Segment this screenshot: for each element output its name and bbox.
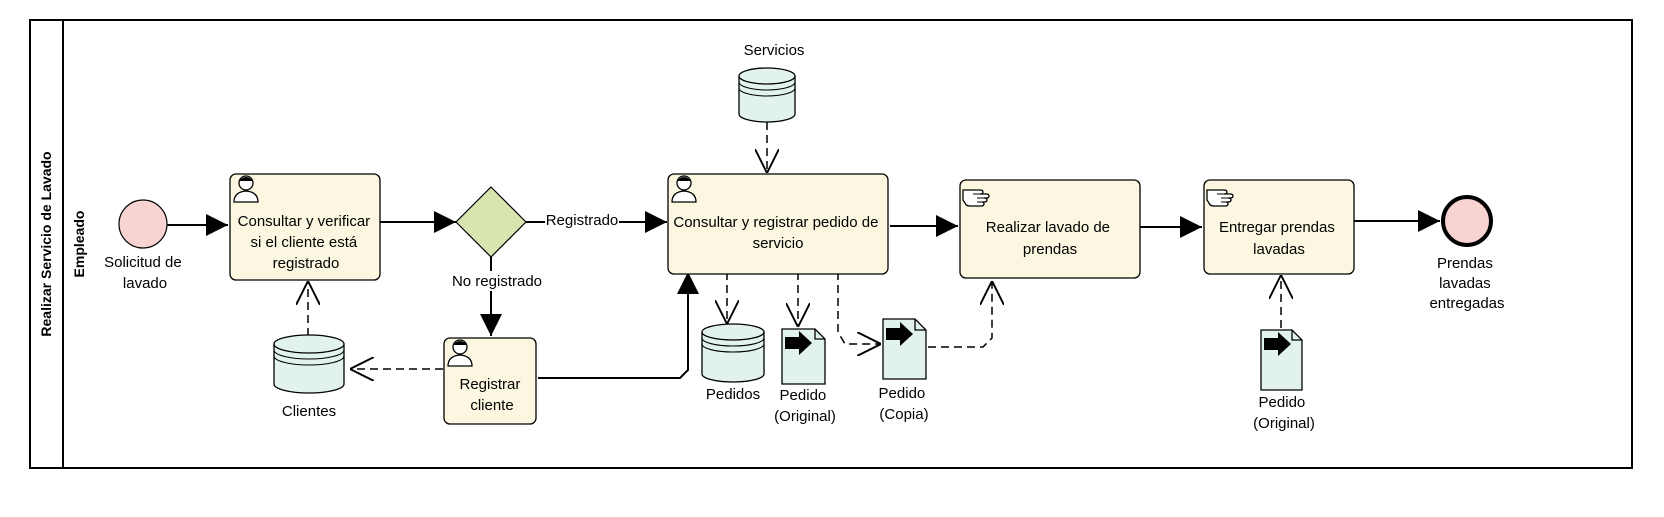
manual-hand-icon xyxy=(962,189,990,207)
svg-text:Consultar y registrar pedido d: Consultar y registrar pedido de servicio xyxy=(673,214,882,252)
user-icon xyxy=(671,175,697,203)
data-store-servicios-label: Servicios xyxy=(744,42,805,59)
task-realizar-lavado[interactable]: Realizar lavado de prendas xyxy=(959,179,1141,279)
user-icon xyxy=(447,339,473,367)
data-object-pedido-original-2-label: Pedido (Original) xyxy=(1253,394,1315,432)
data-store-pedidos[interactable] xyxy=(701,323,765,383)
gateway-yes-label: Registrado xyxy=(546,212,619,229)
task-registrar-cliente[interactable]: Registrar cliente xyxy=(443,337,537,425)
pool-title: Realizar Servicio de Lavado xyxy=(38,151,54,336)
start-event-label: Solicitud de lavado xyxy=(104,254,186,292)
exclusive-gateway[interactable] xyxy=(455,186,527,258)
output-arrow-icon xyxy=(785,331,812,355)
task-consultar-cliente[interactable]: Consultar y verificar si el cliente está… xyxy=(229,173,381,281)
gateway-no-label: No registrado xyxy=(452,273,542,290)
data-object-pedido-original-1[interactable] xyxy=(781,328,826,385)
end-event-label: Prendas lavadas entregadas xyxy=(1429,255,1504,312)
data-store-clientes-label: Clientes xyxy=(282,403,336,420)
data-object-pedido-original-2[interactable] xyxy=(1260,329,1303,391)
task-registrar-pedido[interactable]: Consultar y registrar pedido de servicio xyxy=(667,173,889,275)
assoc-copia-to-lavado[interactable] xyxy=(928,281,992,348)
output-arrow-icon xyxy=(1264,332,1291,356)
data-store-clientes[interactable] xyxy=(273,334,345,394)
flow-registrar-to-pedido[interactable] xyxy=(538,272,699,379)
svg-text:Realizar lavado de prend: Realizar lavado de prendas xyxy=(986,219,1114,258)
data-store-servicios[interactable] xyxy=(738,67,796,123)
data-store-pedidos-label: Pedidos xyxy=(706,386,760,403)
end-event[interactable] xyxy=(1441,195,1493,247)
data-object-pedido-copia-label: Pedido (Copia) xyxy=(879,385,930,423)
svg-text:Consultar y verificar si: Consultar y verificar si el cliente está… xyxy=(238,213,375,272)
user-icon xyxy=(233,175,259,203)
task-entregar-prendas[interactable]: Entregar prendas lavadas xyxy=(1203,179,1355,275)
svg-text:Registrar cliente: Registrar cliente xyxy=(459,376,524,414)
output-arrow-icon xyxy=(886,322,913,346)
start-event[interactable] xyxy=(118,199,168,249)
svg-text:Entregar prendas lavadas: Entregar prendas lavadas xyxy=(1219,219,1339,258)
assoc-pedido-to-copia[interactable] xyxy=(837,272,881,344)
manual-hand-icon xyxy=(1206,189,1234,207)
data-object-pedido-copia[interactable] xyxy=(882,318,927,380)
data-object-pedido-original-1-label: Pedido (Original) xyxy=(774,387,836,425)
lane-title: Empleado xyxy=(71,211,87,278)
